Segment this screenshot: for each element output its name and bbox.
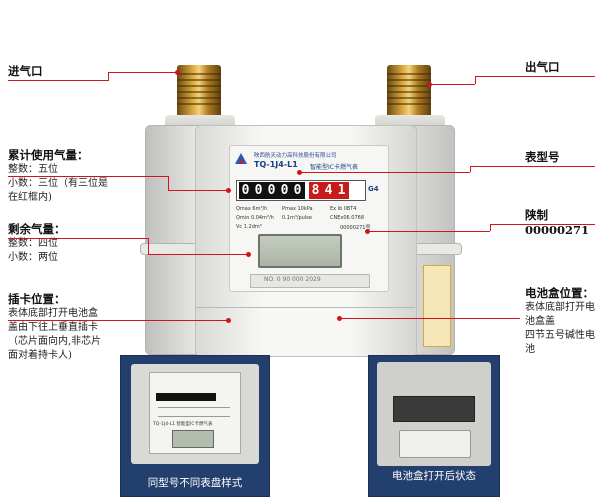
company-logo <box>234 151 248 165</box>
label-model-number: 表型号 <box>525 150 560 164</box>
counter-size: G4 <box>368 185 379 193</box>
label-battery-box: 电池盒位置： 表体底部打开电 池盒盖 四节五号碱性电 池 <box>525 286 595 355</box>
inset-left-model: TQ-1J4-L1 智能型IC卡燃气表 <box>153 422 213 427</box>
spec-vc: Vc 1.2dm³ <box>236 224 262 230</box>
inset-left-photo: TQ-1J4-L1 智能型IC卡燃气表 同型号不同表盘样式 <box>120 355 270 497</box>
spec-pmax: Pmax 10kPa <box>282 206 313 212</box>
counter-integer-digit-1: 0 <box>254 183 263 198</box>
spec-ex: Ex ib IIBT4 <box>330 206 357 212</box>
counter-integer-digit-3: 0 <box>280 183 289 198</box>
meter-model-text: TQ-1J4-L1 <box>254 160 298 169</box>
meter-bottom-code: NO. 0 90 000 2029 <box>264 276 321 283</box>
meter-company-text: 陕西航天动力高科技股份有限公司 <box>254 153 337 159</box>
label-inlet: 进气口 <box>8 64 43 78</box>
label-cumulative: 累计使用气量： 整数：五位 小数：三位（有三位是 在红框内) <box>8 148 108 203</box>
counter-decimal-digit-2: 1 <box>337 183 346 198</box>
lcd-display <box>258 234 342 268</box>
counter-integer-digit-2: 0 <box>267 183 276 198</box>
counter-decimal-digit-0: 8 <box>311 183 320 198</box>
label-manufacturing-license: 陕制 00000271 <box>525 208 590 237</box>
label-outlet: 出气口 <box>525 60 560 74</box>
spec-pulse: 0.1m³/pulse <box>282 215 312 221</box>
battery-cover <box>399 430 471 458</box>
spec-qmax: Qmax 6m³/h <box>236 206 268 212</box>
inset-left-caption: 同型号不同表盘样式 <box>147 477 243 489</box>
counter-decimal-digit-1: 4 <box>324 183 333 198</box>
inset-right-photo: 电池盒打开后状态 <box>368 355 500 497</box>
spec-qmin: Qmin 0.04m³/h <box>236 215 274 221</box>
label-remaining: 剩余气量： 整数：四位 小数：两位 <box>8 222 66 263</box>
counter-integer-digit-4: 0 <box>293 183 302 198</box>
inset-left-faceplate: TQ-1J4-L1 智能型IC卡燃气表 <box>149 372 241 454</box>
inset-right-caption: 电池盒打开后状态 <box>392 470 476 482</box>
counter-integer-digit-0: 0 <box>241 183 250 198</box>
battery-box-open <box>393 396 475 422</box>
license-small: 00000271号 <box>340 225 371 231</box>
label-card-slot: 插卡位置： 表体底部打开电池盒 盖由下往上垂直插卡 （芯片面向内,非芯片 面对着… <box>8 292 102 361</box>
warning-sticker <box>423 265 451 347</box>
meter-type-text: 智能型IC卡燃气表 <box>310 164 358 171</box>
spec-cert: CNEx06.0768 <box>330 215 365 221</box>
